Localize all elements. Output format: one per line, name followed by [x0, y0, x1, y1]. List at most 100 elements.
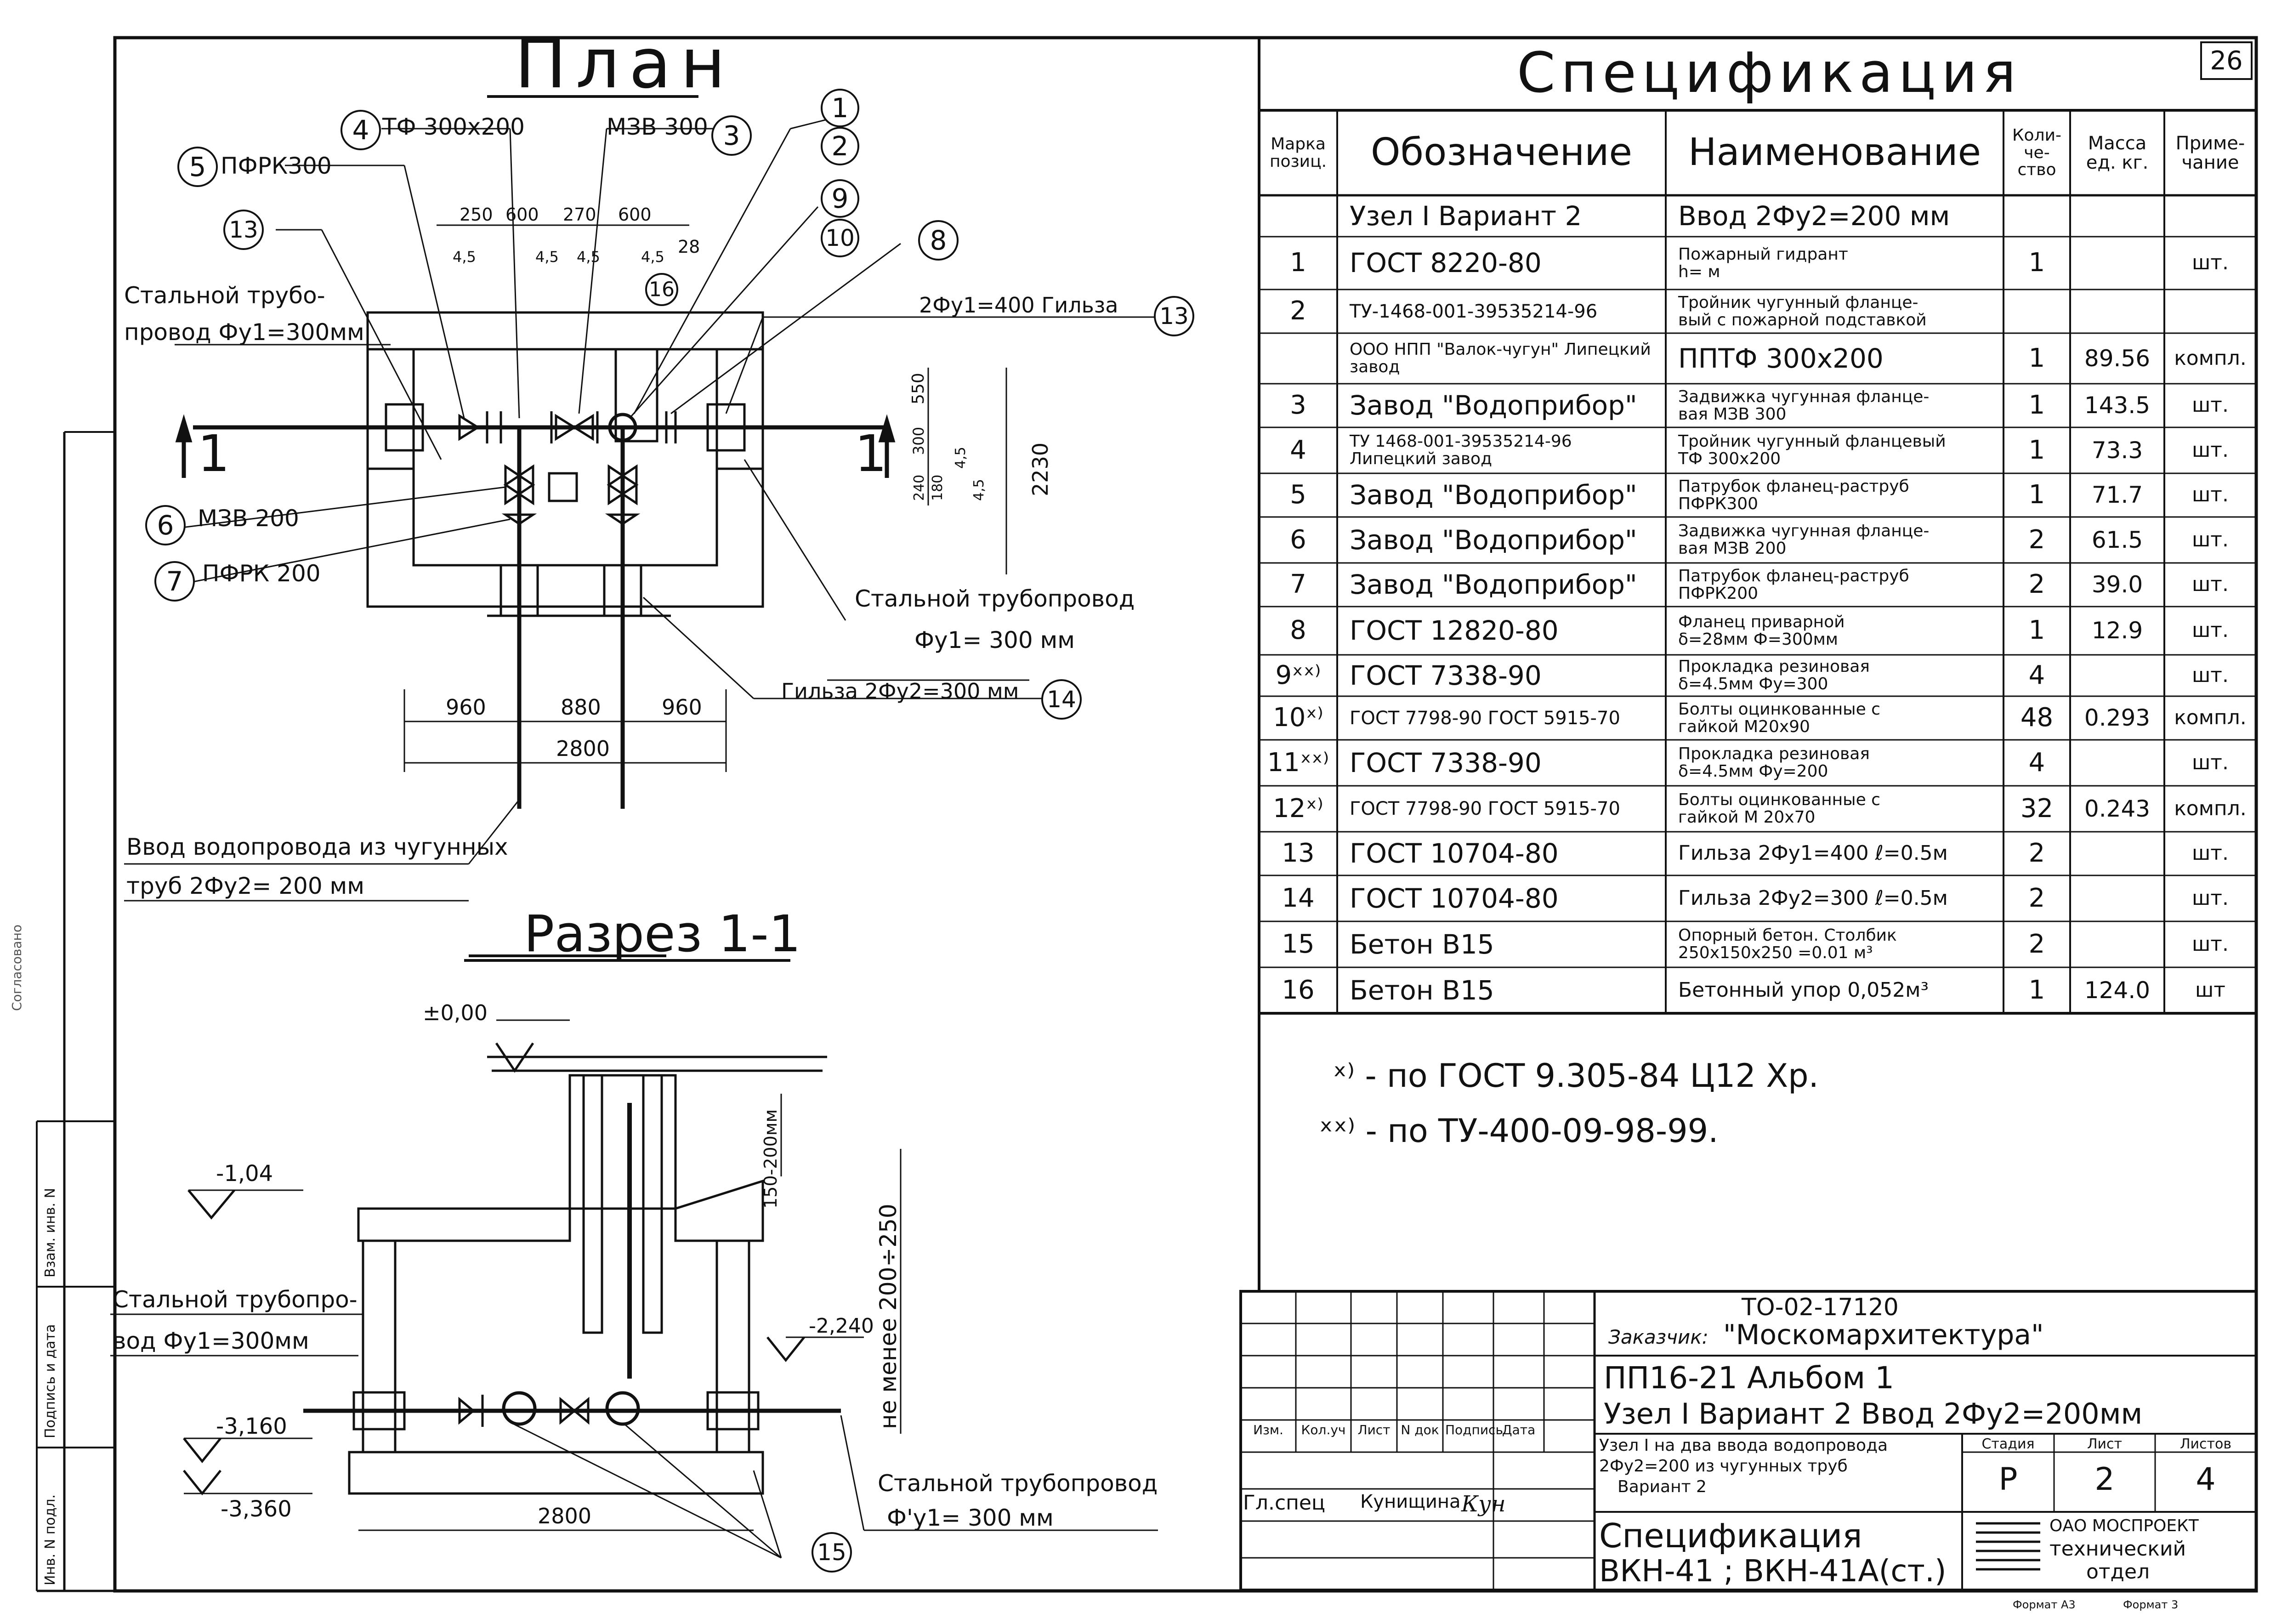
spec-mark: 5: [1290, 480, 1306, 510]
spec-table-grid: [1258, 109, 2258, 1015]
header-note: Приме-чание: [2175, 132, 2245, 173]
spec-qty: 2: [2028, 929, 2045, 959]
spec-mark: 15: [1282, 929, 1315, 959]
note-1: ˣ⁾ - по ГОСТ 9.305-84 Ц12 Хр.: [1333, 1057, 1819, 1095]
plan-title: План: [515, 24, 735, 104]
col-izm: Изм.: [1253, 1422, 1283, 1437]
plan-drawing: [124, 95, 1167, 902]
spec-qty: 1: [2028, 390, 2045, 420]
level-3-360: -3,360: [221, 1496, 292, 1522]
spec-mass: 0.293: [2084, 704, 2151, 732]
spec-mark: [1261, 335, 1335, 382]
spec-mass: 61.5: [2091, 526, 2143, 553]
sheets-label: Листов: [2179, 1436, 2232, 1452]
spec-designation: ТУ 1468-001-39535214-96 Липецкий завод: [1350, 432, 1572, 468]
spec-designation: ГОСТ 10704-80: [1350, 838, 1559, 869]
callout-16-num: 16: [649, 278, 675, 301]
spec-mark: 10ˣ⁾: [1273, 703, 1323, 733]
col-ndoc: N док: [1401, 1422, 1439, 1437]
dim-960-right: 960: [662, 695, 702, 720]
spec-qty: 2: [2028, 524, 2045, 555]
sheet-title-1: Спецификация: [1599, 1516, 1862, 1555]
spec-mass: 124.0: [2084, 977, 2151, 1004]
person: Кунищина: [1360, 1491, 1461, 1512]
spec-qty: 1: [2028, 480, 2045, 510]
spec-mass: [2072, 923, 2162, 966]
spec-name: Задвижка чугунная фланце-вая МЗВ 200: [1668, 518, 2001, 562]
spec-designation: ГОСТ 10704-80: [1350, 882, 1559, 914]
spec-mass: 89.56: [2084, 345, 2151, 372]
level-2-240: -2,240: [809, 1314, 874, 1338]
spec-designation: ООО НПП "Валок-чугун" Липецкий завод: [1350, 340, 1651, 376]
section-mark-right: 1: [855, 424, 887, 483]
spec-name-line: 250х150х250 =0.01 м³: [1678, 943, 1873, 962]
callout-1-num: 1: [832, 92, 849, 124]
sheets-value: 4: [2196, 1461, 2216, 1498]
spec-mark: 16: [1282, 975, 1315, 1005]
spec-name-line: вая МЗВ 300: [1678, 404, 1787, 424]
spec-designation: Завод "Водоприбор": [1350, 524, 1637, 556]
page-number: 26: [2210, 45, 2243, 76]
stage-value: Р: [1998, 1461, 2018, 1498]
section-dim-vertical: не менее 200÷250: [875, 1204, 902, 1429]
header-mass: Масса ед. кг.: [2086, 132, 2149, 173]
section-steel-pipe-left-1: Стальной трубопро-: [113, 1286, 358, 1313]
spec-qty: 4: [2028, 747, 2045, 778]
callout-4-num: 4: [352, 114, 369, 146]
spec-mass: 0.243: [2084, 795, 2151, 822]
spec-qty: 1: [2028, 975, 2045, 1005]
spec-mark: 11ˣˣ⁾: [1267, 747, 1329, 778]
spec-mass: 12.9: [2091, 617, 2143, 644]
spec-qty: 48: [2020, 703, 2054, 733]
spec-qty: 2: [2028, 569, 2045, 600]
spec-name-line: Гильза 2Фу2=300 ℓ=0.5м: [1678, 886, 1948, 910]
margin-label-soglas: Согласовано: [9, 924, 24, 1011]
spec-name: Тройник чугунный фланце-вый с пожарной п…: [1668, 291, 2001, 332]
spec-mass: [2072, 741, 2162, 784]
spec-name-line: гайкой М 20х70: [1678, 808, 1816, 827]
callout-8-num: 8: [930, 225, 947, 256]
col-list: Лист: [1357, 1422, 1391, 1437]
spec-name: Ввод 2Фу2=200 мм: [1668, 197, 2001, 235]
spec-note: компл.: [2174, 796, 2247, 820]
spec-name-line: Прокладка резиновая: [1678, 657, 1870, 676]
spec-designation: Завод "Водоприбор": [1350, 479, 1637, 511]
spec-designation: ТУ-1468-001-39535214-96: [1350, 301, 1598, 322]
callout-7-label: ПФРК 200: [202, 560, 321, 587]
spec-note: шт.: [2192, 438, 2229, 462]
spec-mark: 12ˣ⁾: [1273, 793, 1323, 823]
customer-label: Заказчик:: [1608, 1326, 1708, 1348]
spec-name-line: Болты оцинкованные с: [1678, 790, 1880, 810]
spec-qty: 2: [2028, 883, 2045, 913]
callout-14-num: 14: [1047, 686, 1076, 713]
section-steel-pipe-right-2: Ф'у1= 300 мм: [887, 1505, 1054, 1531]
callout-6-label: МЗВ 200: [198, 505, 299, 532]
spec-mark: [1261, 197, 1335, 235]
spec-name-line: Задвижка чугунная фланце-: [1678, 387, 1930, 406]
spec-qty: 4: [2028, 660, 2045, 690]
spec-name-line: Тройник чугунный фланце-: [1678, 293, 1918, 312]
spec-name: Задвижка чугунная фланце-вая МЗВ 300: [1668, 385, 2001, 426]
spec-mark: 1: [1290, 248, 1306, 278]
spec-designation: Завод "Водоприбор": [1350, 390, 1637, 421]
org-1: ОАО МОСПРОЕКТ: [2049, 1516, 2199, 1535]
spec-qty: 1: [2028, 615, 2045, 646]
spec-note: шт.: [2192, 573, 2229, 596]
section-steel-pipe-left-2: вод Фу1=300мм: [113, 1328, 309, 1354]
dim-4-5-b: 4,5: [535, 248, 559, 266]
spec-name-line: Гильза 2Фу1=400 ℓ=0.5м: [1678, 841, 1948, 865]
format-1: Формат А3: [2013, 1598, 2076, 1611]
spec-name-line: δ=4.5мм Фу=300: [1678, 675, 1828, 693]
desc-3: Вариант 2: [1618, 1477, 1707, 1496]
spec-qty: [2006, 197, 2068, 235]
spec-mark: 8: [1290, 615, 1306, 646]
album: ПП16-21 Альбом 1: [1604, 1360, 1895, 1396]
callout-14-label: Гильза 2Фу2=300 мм: [781, 679, 1019, 704]
plan-sleeve-label: 2Фу1=400 Гильза: [919, 293, 1118, 318]
callout-6-num: 6: [157, 510, 174, 541]
callout-4-label: ТФ 300х200: [382, 114, 525, 140]
section-drawing: [110, 954, 1158, 1559]
spec-designation: Завод "Водоприбор": [1350, 569, 1637, 601]
